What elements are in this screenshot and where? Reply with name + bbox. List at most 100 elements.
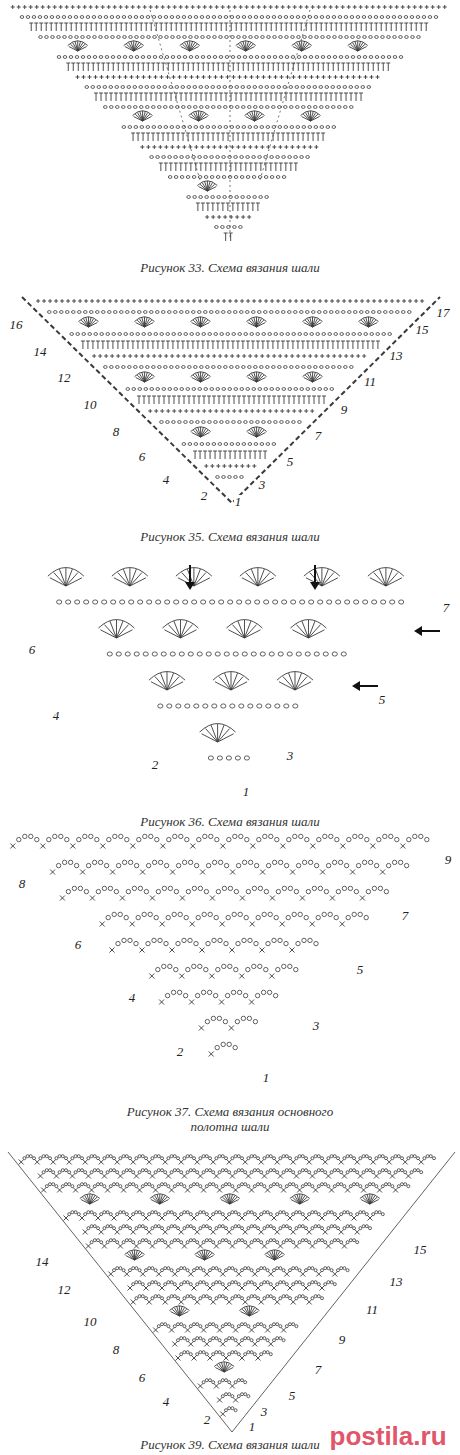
net-chain-arc-row: [205, 1016, 257, 1024]
chain-stitch-row: [70, 333, 392, 336]
row-number: 3: [286, 749, 295, 764]
chain-stitch-row: [103, 106, 353, 109]
row-number: 4: [52, 709, 61, 724]
row-number: 13: [389, 1275, 404, 1290]
net-chain-arc-row: [106, 912, 368, 920]
row-number: 3: [258, 478, 267, 493]
net-cross-row: [217, 1398, 238, 1403]
row-number: 4: [162, 473, 171, 488]
row-number: 8: [18, 877, 27, 892]
net-cross-row: [19, 1160, 424, 1165]
row-number: 12: [57, 1283, 72, 1298]
single-crochet-row: [148, 409, 314, 413]
row-number: 6: [74, 938, 83, 953]
net-cross-row: [38, 1174, 411, 1179]
net-chain-arc-row: [113, 1267, 350, 1272]
net-cross-row: [172, 1342, 273, 1347]
row-number: 6: [28, 643, 37, 658]
row-number: 7: [314, 429, 323, 444]
row-number: 8: [112, 1343, 121, 1358]
chain-stitch-row: [104, 366, 354, 369]
single-crochet-row: [36, 299, 424, 303]
row-number: 2: [203, 1413, 212, 1428]
row-number: 6: [138, 450, 147, 465]
row-number: 15: [413, 1243, 428, 1258]
row-number: 10: [83, 1315, 98, 1330]
net-chain-arc-row: [68, 1211, 385, 1216]
shell-fan-row: [48, 568, 404, 586]
watermark: postila.ru: [329, 1422, 448, 1452]
net-cross-row: [176, 1356, 261, 1361]
net-cross-row: [64, 1216, 373, 1221]
row-number: 1: [262, 1071, 271, 1086]
shell-fan-row: [200, 724, 236, 742]
shell-fan-row: [149, 672, 313, 690]
single-crochet-row: [205, 215, 251, 219]
net-chain-arc-row: [202, 1379, 247, 1384]
double-crochet-row: [196, 203, 260, 211]
row-number: 1: [248, 1420, 257, 1435]
row-number: 5: [286, 455, 295, 470]
row-number: 5: [356, 963, 365, 978]
arrow-head: [185, 582, 422, 691]
row-number: 2: [200, 489, 209, 504]
row-number: 5: [378, 693, 387, 708]
row-number: 4: [162, 1395, 171, 1410]
net-cross-row: [128, 1286, 325, 1291]
row-number: 4: [128, 991, 137, 1006]
row-number: 14: [33, 345, 48, 360]
figure-caption: Рисунок 35. Схема вязания шали: [139, 530, 320, 545]
row-number: 7: [442, 601, 451, 616]
net-chain-arc-row: [45, 1183, 410, 1188]
net-cross-row: [110, 948, 295, 953]
shell-fan-row: [133, 111, 321, 121]
double-crochet-row: [66, 63, 390, 71]
net-cross-row: [220, 1412, 225, 1417]
net-cross-row: [199, 1026, 234, 1031]
net-chain-arc-row: [90, 1239, 359, 1244]
net-chain-arc-row: [66, 886, 388, 894]
net-cross-row: [83, 1230, 360, 1235]
double-crochet-row: [81, 341, 380, 349]
net-cross-row: [60, 896, 365, 901]
net-cross-row: [149, 974, 274, 979]
net-chain-arc-row: [42, 1169, 423, 1174]
shell-fan-row: [68, 41, 368, 51]
row-number: 2: [176, 1045, 185, 1060]
shawl-edge: [8, 1152, 455, 1432]
row-number: 6: [138, 1371, 147, 1386]
figure-caption: Рисунок 39. Схема вязания шали: [139, 1438, 320, 1453]
net-cross-row: [10, 844, 405, 849]
double-crochet-row: [193, 451, 267, 459]
row-number: 11: [363, 375, 377, 390]
net-chain-arc-row: [215, 1042, 237, 1050]
double-crochet-row: [131, 133, 325, 141]
net-chain-arc-row: [135, 1295, 324, 1300]
net-chain-arc-row: [165, 990, 277, 998]
chain-stitch-row: [126, 388, 334, 391]
double-crochet-row: [94, 93, 363, 101]
shell-fan-row: [125, 1250, 285, 1260]
shell-fan-row: [197, 181, 217, 191]
single-crochet-row: [140, 145, 318, 149]
net-chain-arc-row: [17, 834, 429, 842]
chain-stitch-row: [182, 443, 276, 446]
double-crochet-row: [224, 233, 233, 241]
row-number: 1: [234, 495, 243, 510]
figure-caption: Рисунок 33. Схема вязания шали: [139, 261, 320, 276]
row-number: 11: [365, 1303, 379, 1318]
net-cross-row: [41, 1188, 398, 1193]
net-chain-arc-row: [221, 1393, 250, 1398]
row-number: 3: [312, 1019, 321, 1034]
net-cross-row: [86, 1244, 347, 1249]
chain-stitch-row: [122, 126, 336, 129]
pattern-spine: [150, 10, 310, 240]
chain-stitch-row: [187, 196, 269, 199]
chain-stitch-row: [158, 704, 298, 708]
row-number: 3: [260, 1405, 269, 1420]
net-cross-row: [100, 922, 345, 927]
net-chain-arc-row: [156, 964, 298, 972]
row-number: 1: [242, 785, 251, 800]
